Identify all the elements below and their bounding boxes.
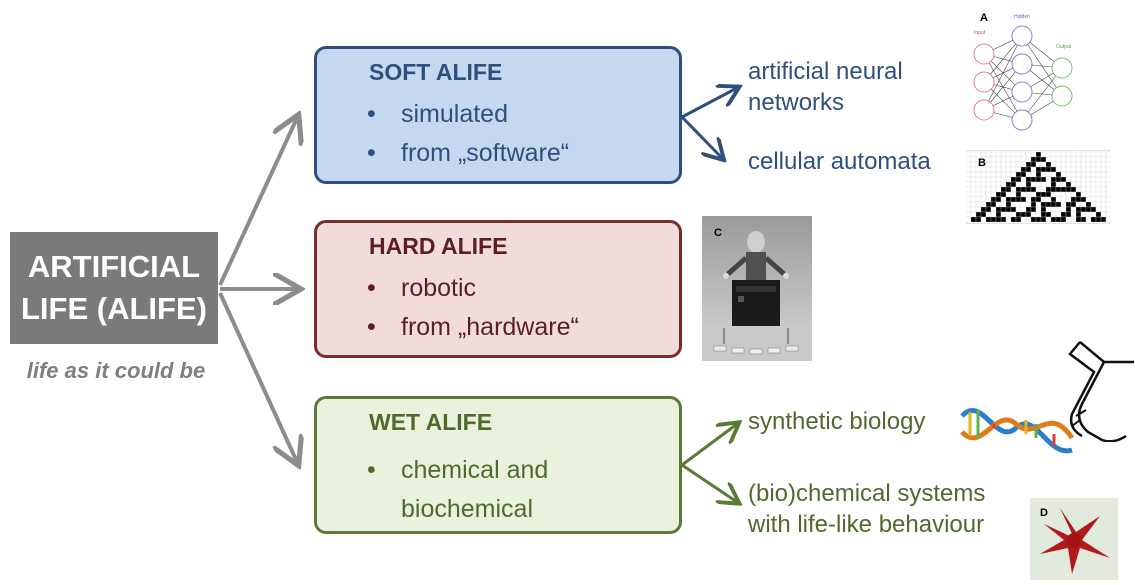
root-title-line2: LIFE (ALIFE) [21, 291, 207, 326]
arrow-to-wet [218, 292, 297, 462]
cellular-automaton-illustration: B [966, 150, 1110, 224]
image-d-label: D [1040, 507, 1048, 519]
arrow-to-synbio [681, 424, 737, 467]
output-cellular-automata: cellular automata [748, 148, 931, 175]
image-c-label: C [714, 227, 722, 239]
nn-output-label: Output [1056, 44, 1072, 50]
soft-alife-box: SOFT ALIFE simulated from „software“ [314, 46, 682, 184]
bullet-item: robotic [367, 269, 579, 308]
wet-alife-title: WET ALIFE [369, 409, 493, 435]
wet-alife-box: WET ALIFE chemical and biochemical [314, 396, 682, 534]
output-synthetic-biology: synthetic biology [748, 408, 926, 435]
arrow-to-ca [680, 115, 722, 158]
arrow-to-soft [218, 118, 297, 286]
neural-network-illustration: A Input Hidden Output [973, 12, 1073, 131]
flask-icon [1068, 341, 1134, 442]
bullet-item: from „software“ [367, 134, 569, 173]
wet-alife-bullets: chemical and biochemical [367, 451, 601, 529]
bullet-item: chemical and biochemical [367, 451, 601, 529]
soft-alife-bullets: simulated from „software“ [367, 95, 569, 173]
hard-alife-bullets: robotic from „hardware“ [367, 269, 579, 347]
bullet-item: simulated [367, 95, 569, 134]
image-a-label: A [980, 12, 988, 24]
bullet-text: chemical and biochemical [401, 456, 549, 523]
robot-photo: C [702, 216, 812, 361]
ca-grid [966, 151, 1110, 223]
nn-hidden-label: Hidden [1014, 14, 1030, 20]
arrow-to-ann [681, 88, 737, 119]
soft-alife-title: SOFT ALIFE [369, 59, 503, 85]
tagline: life as it could be [26, 358, 206, 383]
hard-alife-box: HARD ALIFE robotic from „hardware“ [314, 220, 682, 358]
output-ann: artificial neural networks [748, 58, 903, 116]
bullet-item: from „hardware“ [367, 308, 579, 347]
root-node-artificial-life: ARTIFICIAL LIFE (ALIFE) [10, 232, 218, 344]
chemical-droplet-photo: D [1030, 498, 1118, 580]
output-biochemical-systems: (bio)chemical systems with life-like beh… [748, 480, 986, 538]
arrow-to-biochem [681, 463, 737, 502]
nn-input-label: Input [974, 30, 986, 36]
hard-alife-title: HARD ALIFE [369, 233, 508, 259]
dna-icon [960, 408, 1075, 454]
root-title-line1: ARTIFICIAL [27, 249, 201, 284]
image-b-label: B [978, 157, 986, 169]
